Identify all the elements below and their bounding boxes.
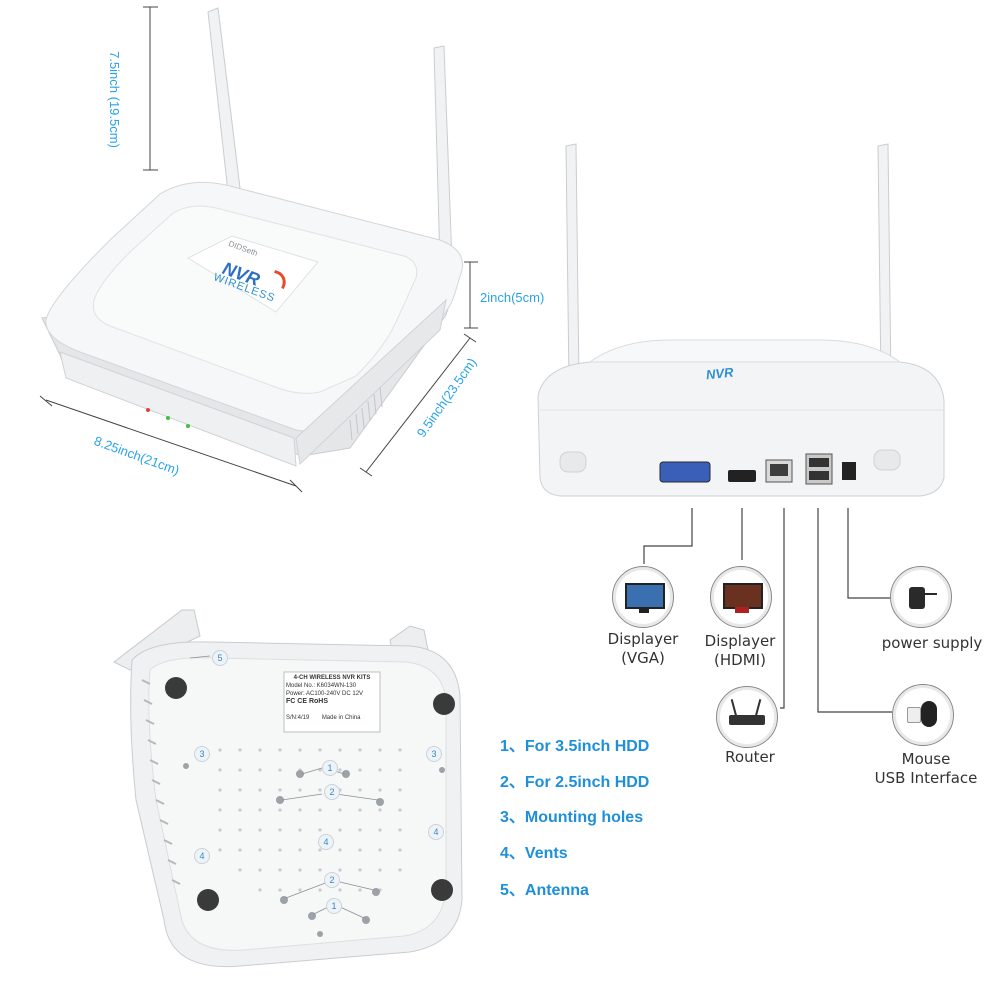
device-sticker: 4-CH WIRELESS NVR KITS Model No.: K6034W… xyxy=(286,674,378,732)
monitor-vga-icon xyxy=(612,566,674,628)
vga-label-line2: (VGA) xyxy=(621,649,665,667)
height-dimension-label: 7.5inch (19.5cm) xyxy=(106,51,122,148)
callout-5-antenna: 5 xyxy=(212,650,228,666)
legend-item-2: 2、For 2.5inch HDD xyxy=(500,774,650,791)
power-adapter-icon xyxy=(890,566,952,628)
sticker-power: Power: AC100-240V DC 12V xyxy=(286,691,364,697)
mouse-usb-label-line2: USB Interface xyxy=(874,769,978,787)
router-label: Router xyxy=(725,748,775,766)
nvr-top-view: DIDSeth NVR WIRELESS 7.5inch (19.5cm) 2i… xyxy=(0,0,544,510)
sticker-model: Model No.: K6034WN-130 xyxy=(286,683,357,689)
legend-item-5: 5、Antenna xyxy=(500,882,589,899)
callout-4-right: 4 xyxy=(428,824,444,840)
callout-1-bottom: 1 xyxy=(326,898,342,914)
sticker-origin: Made in China xyxy=(321,715,361,721)
mouse-usb-label-line1: Mouse xyxy=(901,750,951,768)
legend-item-3: 3、Mounting holes xyxy=(500,809,644,826)
nvr-top-illustration xyxy=(39,6,478,493)
legend-item-4: 4、Vents xyxy=(500,845,568,862)
nvr-bottom-view: 4-CH WIRELESS NVR KITS Model No.: K6034W… xyxy=(90,600,480,1000)
sticker-certs: FC CE RoHS xyxy=(286,698,328,705)
mouse-usb-label: Mouse USB Interface xyxy=(856,750,996,788)
sticker-title: 4-CH WIRELESS NVR KITS xyxy=(293,675,371,681)
hdmi-label-line2: (HDMI) xyxy=(714,651,766,669)
callout-3-left: 3 xyxy=(194,746,210,762)
nvr-bottom-illustration xyxy=(113,609,463,968)
thickness-dimension-label: 2inch(5cm) xyxy=(480,290,545,305)
vga-label: Displayer (VGA) xyxy=(600,630,686,668)
rear-logo: NVR xyxy=(705,364,735,383)
callout-4-center: 4 xyxy=(318,834,334,850)
callout-4-left: 4 xyxy=(194,848,210,864)
vga-label-line1: Displayer xyxy=(607,630,679,648)
hdmi-label: Displayer (HDMI) xyxy=(694,632,786,670)
legend-item-1: 1、For 3.5inch HDD xyxy=(500,738,650,755)
nvr-rear-view: NVR xyxy=(500,0,1000,800)
callout-2-bottom: 2 xyxy=(324,872,340,888)
callout-1-top: 1 xyxy=(322,760,338,776)
mouse-icon xyxy=(892,684,954,746)
monitor-hdmi-icon xyxy=(710,566,772,628)
callout-3-right: 3 xyxy=(426,746,442,762)
callout-2-top: 2 xyxy=(324,784,340,800)
nvr-rear-illustration xyxy=(537,143,945,713)
sticker-serial: S/N:4/19 xyxy=(286,715,310,721)
power-supply-label: power supply xyxy=(881,634,983,652)
router-icon xyxy=(716,686,778,748)
hdmi-label-line1: Displayer xyxy=(704,632,776,650)
